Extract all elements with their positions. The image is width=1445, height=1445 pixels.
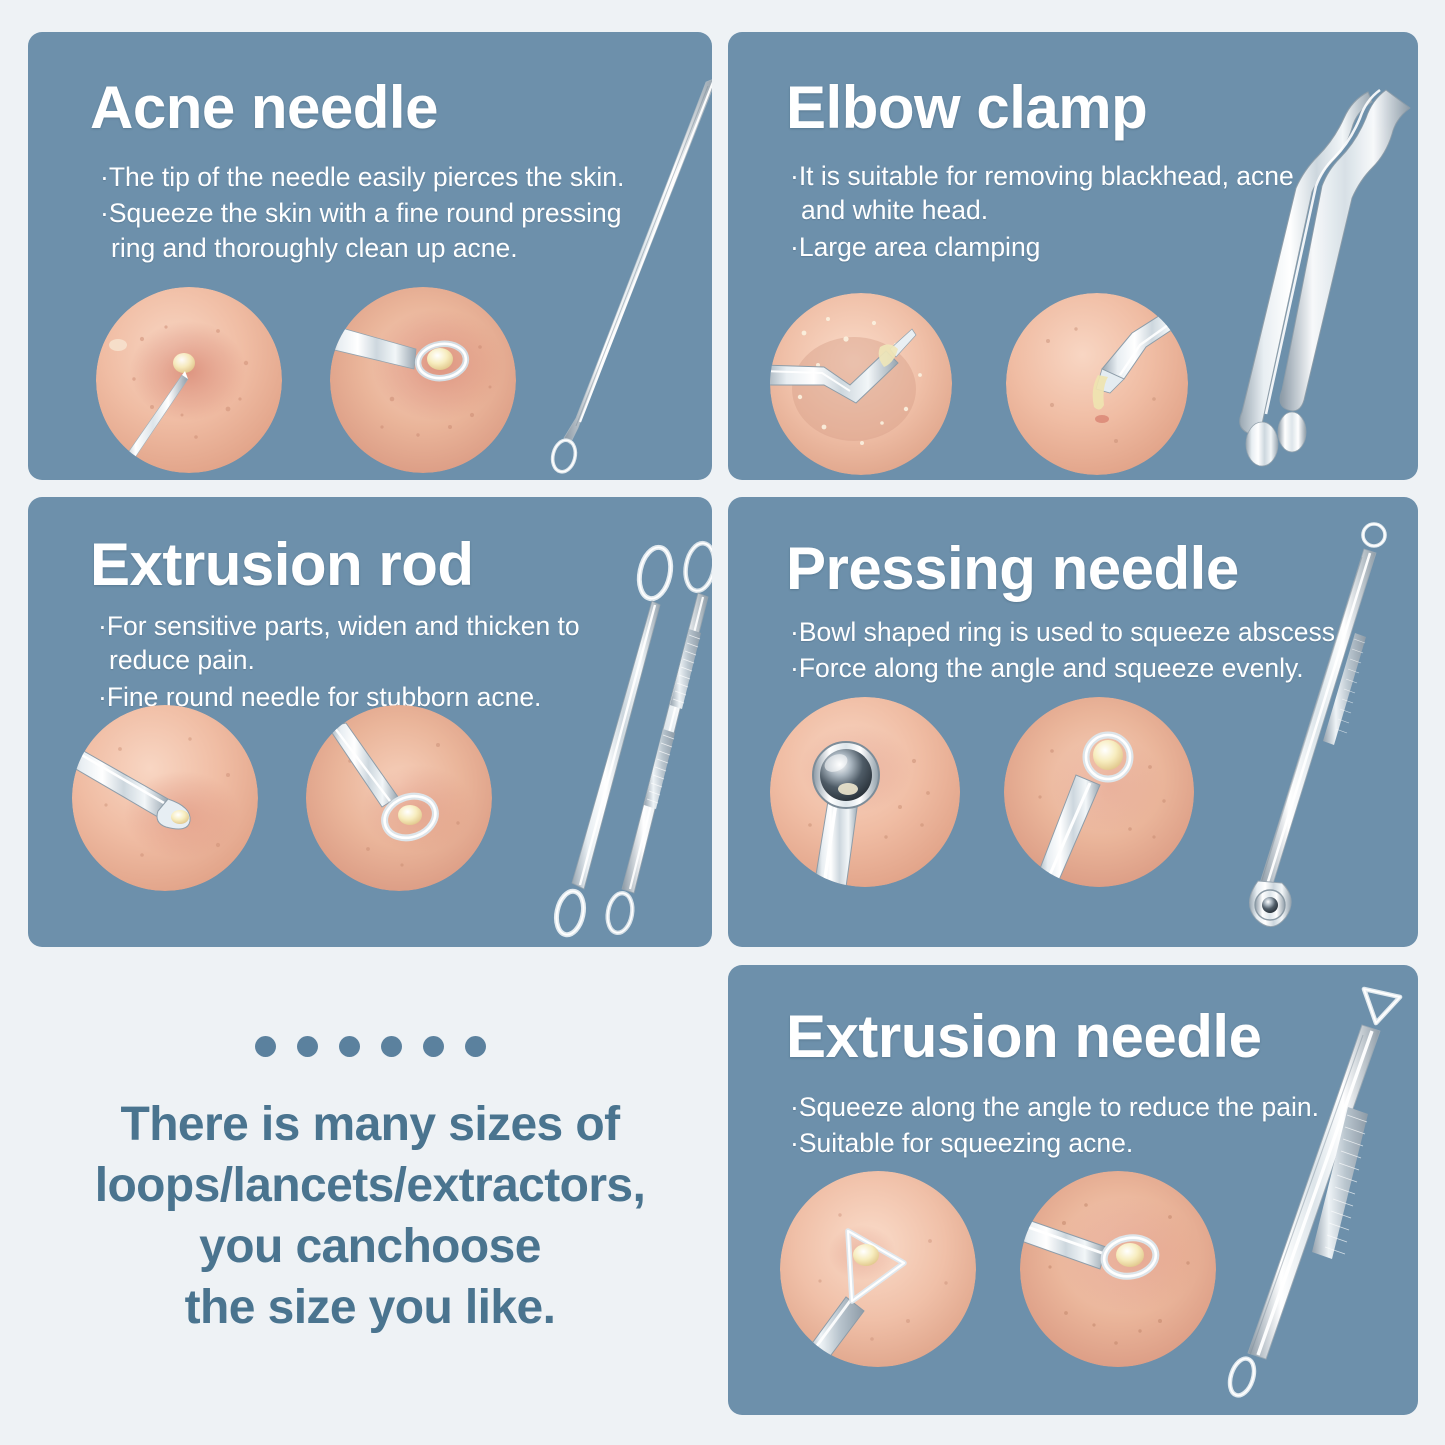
clamp-extracting-whitehead-photo [1006, 293, 1188, 475]
bullet-item: ·For sensitive parts, widen and thicken … [98, 611, 580, 676]
acne-needle-tool [520, 60, 712, 480]
decorative-dot [380, 1036, 402, 1057]
panel-pressing-needle: Pressing needle ·Bowl shaped ring is use… [728, 497, 1418, 947]
promo-line: you canchoose [199, 1219, 541, 1273]
promo-line: There is many sizes of [120, 1098, 620, 1151]
pressing-needle-tool [1214, 509, 1404, 945]
panel-title-extrusion-needle: Extrusion needle [786, 1003, 1262, 1070]
panel-bullets-pressing-needle: ·Bowl shaped ring is used to squeeze abs… [790, 615, 1370, 688]
loop-extractor-on-pimple-photo [330, 287, 516, 473]
round-loop-on-pimple-photo [306, 705, 492, 891]
bullet-item: ·Squeeze along the angle to reduce the p… [790, 1092, 1319, 1122]
panel-extrusion-rod: Extrusion rod ·For sensitive parts, wide… [28, 497, 712, 947]
extrusion-needle-tool [1214, 975, 1404, 1413]
bullet-item: ·Suitable for squeezing acne. [790, 1128, 1134, 1159]
bullet-item: ·Force along the angle and squeeze evenl… [790, 653, 1304, 684]
panel-bullets-elbow-clamp: ·It is suitable for removing blackhead, … [790, 159, 1320, 266]
bullet-item: ·Squeeze the skin with a fine round pres… [100, 198, 622, 263]
bullet-item: ·Large area clamping [790, 231, 1041, 262]
dot-row [28, 1036, 712, 1057]
panel-title-extrusion-rod: Extrusion rod [90, 531, 474, 598]
elbow-clamp-tweezers-tool [1228, 60, 1411, 480]
panel-acne-needle: Acne needle ·The tip of the needle easil… [28, 32, 712, 480]
bullet-item: ·Bowl shaped ring is used to squeeze abs… [790, 617, 1343, 647]
clamp-removing-blackhead-photo [770, 293, 952, 475]
decorative-dot [296, 1036, 318, 1057]
panel-title-acne-needle: Acne needle [90, 74, 438, 141]
panel-bullets-extrusion-needle: ·Squeeze along the angle to reduce the p… [790, 1090, 1370, 1163]
panel-title-elbow-clamp: Elbow clamp [786, 74, 1148, 141]
bowl-ring-squeezing-abscess-photo [770, 697, 960, 887]
panel-title-pressing-needle: Pressing needle [786, 535, 1239, 602]
decorative-dot [464, 1036, 486, 1057]
promo-text: There is many sizes of loops/lancets/ext… [28, 1095, 712, 1339]
bullet-item: ·It is suitable for removing blackhead, … [790, 161, 1294, 226]
small-ring-squeezing-pimple-photo [1004, 697, 1194, 887]
panel-bullets-extrusion-rod: ·For sensitive parts, widen and thicken … [98, 609, 618, 716]
extrusion-rod-pair-tool [548, 509, 712, 945]
promo-line: the size you like. [184, 1280, 556, 1334]
decorative-dot [422, 1036, 444, 1057]
wide-loop-pressing-skin-photo [72, 705, 258, 891]
needle-piercing-skin-photo [96, 287, 282, 473]
promo-block: There is many sizes of loops/lancets/ext… [28, 1000, 712, 1410]
oval-loop-squeezing-pimple-photo [1020, 1171, 1216, 1367]
decorative-dot [338, 1036, 360, 1057]
decorative-dot [254, 1036, 276, 1057]
triangle-loop-on-whitehead-photo [780, 1171, 976, 1367]
promo-line: loops/lancets/extractors, [94, 1158, 646, 1212]
panel-bullets-acne-needle: ·The tip of the needle easily pierces th… [100, 160, 645, 267]
bullet-item: ·The tip of the needle easily pierces th… [100, 162, 625, 192]
panel-extrusion-needle: Extrusion needle ·Squeeze along the angl… [728, 965, 1418, 1415]
panel-elbow-clamp: Elbow clamp ·It is suitable for removing… [728, 32, 1418, 480]
